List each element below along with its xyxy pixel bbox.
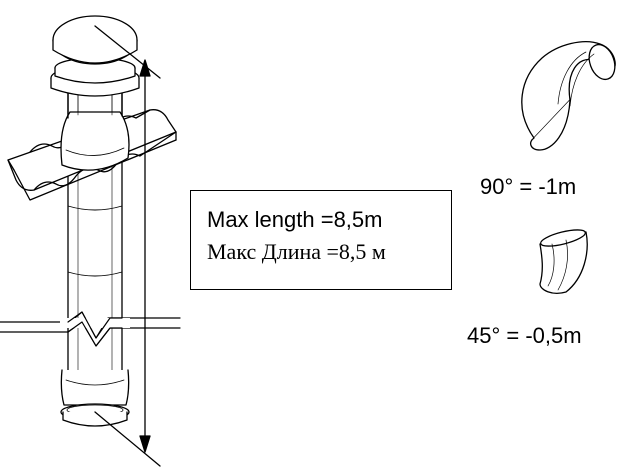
flue-pipe [0, 15, 181, 427]
dimension-arrow-top [139, 59, 151, 77]
length-dimension [94, 25, 161, 467]
pipe-lower-collar [60, 369, 130, 406]
pipe-boot [60, 111, 130, 171]
elbow-45-icon [539, 229, 588, 294]
dimension-extension-top [94, 25, 161, 79]
section-break [0, 311, 181, 347]
elbow-90-icon [521, 41, 616, 151]
max-length-text-en: Max length =8,5m [207, 207, 383, 232]
max-length-box: Max length =8,5m Макс Длина =8,5 м [190, 190, 452, 290]
dimension-arrow-bottom [139, 435, 151, 453]
elbow-90-label: 90° = -1m [480, 174, 577, 199]
dimension-extension-bottom [94, 411, 161, 467]
elbow-45-label: 45° = -0,5m [467, 323, 582, 348]
max-length-text-ru: Макс Длина =8,5 м [207, 239, 386, 264]
